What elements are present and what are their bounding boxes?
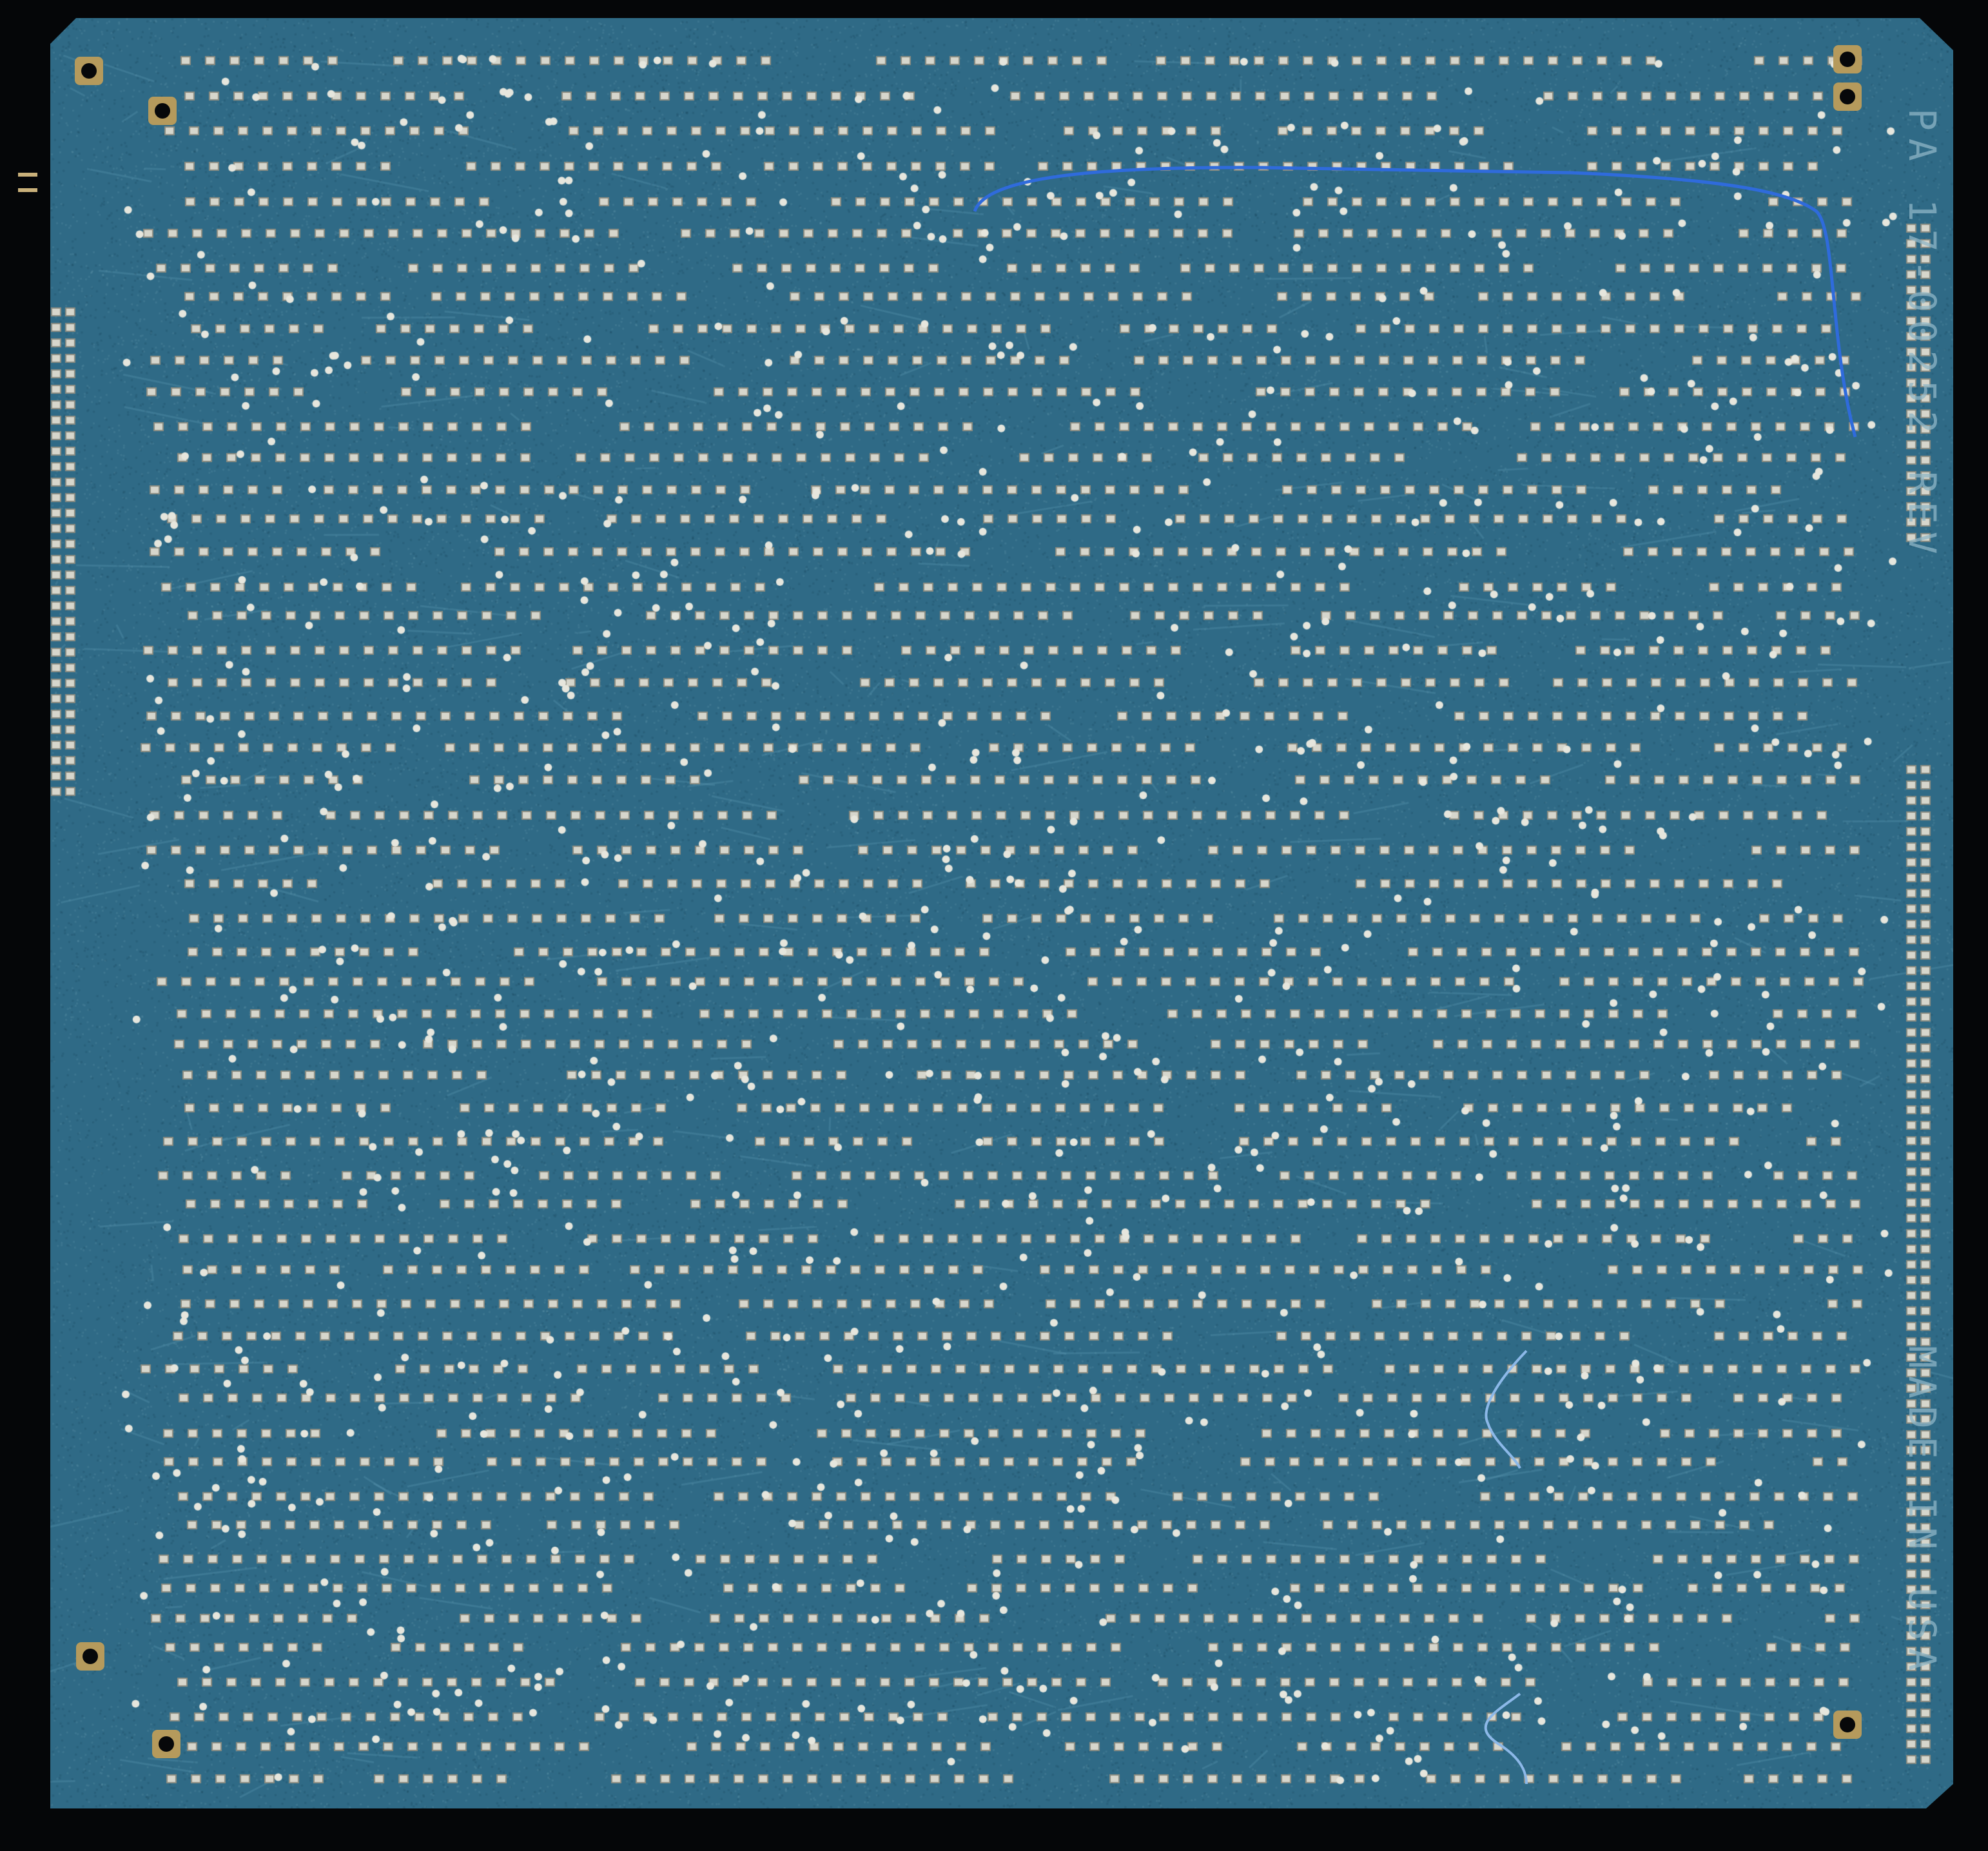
pin bbox=[18, 188, 37, 192]
origin-label: MADE IN USA bbox=[1900, 1346, 1944, 1679]
mounting-hole bbox=[152, 1730, 180, 1758]
jumper-wire bbox=[1485, 1350, 1528, 1469]
solder-pads bbox=[50, 18, 1953, 1808]
mounting-hole bbox=[1833, 1710, 1862, 1739]
mounting-hole bbox=[75, 57, 103, 85]
part-number-label: PA 17-00252 REV bbox=[1900, 108, 1944, 562]
mounting-hole bbox=[1833, 45, 1862, 73]
jumper-wire bbox=[1484, 1692, 1528, 1785]
mounting-hole bbox=[1833, 82, 1862, 111]
jumper-wire bbox=[973, 166, 1857, 438]
mounting-hole bbox=[148, 97, 177, 125]
pin bbox=[18, 173, 37, 177]
jumper-wires bbox=[973, 166, 1857, 1785]
edge-pins bbox=[18, 173, 37, 204]
mounting-hole bbox=[76, 1642, 104, 1671]
circuit-board: PA 17-00252 REV MADE IN USA bbox=[50, 18, 1953, 1808]
